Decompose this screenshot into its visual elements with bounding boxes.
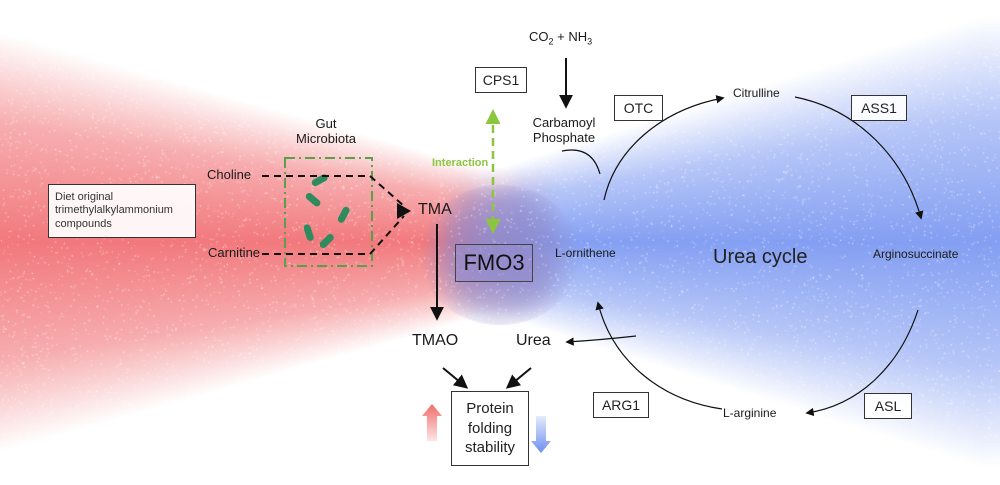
increase-arrow-icon <box>422 404 442 441</box>
interaction-label: Interaction <box>432 157 489 169</box>
carnitine-label: Carnitine <box>208 245 261 260</box>
urea-cycle-title: Urea cycle <box>713 246 808 268</box>
asl-box: ASL <box>864 393 912 419</box>
urea-to-protein-arrow <box>505 367 532 389</box>
diet-compounds-label: Diet original trimethylalkylammonium com… <box>55 191 173 230</box>
gut-microbiota-label: Gut Microbiota <box>296 116 356 146</box>
co2-nh3-label: CO2 + NH3 <box>529 29 593 47</box>
carbamoyl-curve <box>561 149 601 175</box>
ass1-box: ASS1 <box>851 95 907 121</box>
tma-arrowhead <box>397 203 411 219</box>
tma-label: TMA <box>418 201 452 218</box>
protein-folding-box: Protein folding stability <box>451 391 529 466</box>
urea-label: Urea <box>516 332 551 349</box>
argininosuccinate-label: Arginosuccinate <box>873 247 959 261</box>
choline-carnitine-to-tma <box>262 175 405 255</box>
tmao-to-protein-arrow <box>442 367 469 389</box>
otc-box: OTC <box>614 95 663 121</box>
diet-compounds-box: Diet original trimethylalkylammonium com… <box>48 184 196 238</box>
decrease-arrow-icon <box>531 416 551 453</box>
fmo3-box: FMO3 <box>455 244 533 282</box>
l-arginine-label: L-arginine <box>723 406 777 420</box>
cps1-box: CPS1 <box>475 67 527 93</box>
gut-microbiota-box <box>284 157 373 267</box>
choline-label: Choline <box>207 167 252 182</box>
carbamoyl-phosphate-label: Carbamoyl Phosphate <box>532 115 596 145</box>
l-ornithine-label: L-ornithene <box>555 246 616 260</box>
tmao-label: TMAO <box>412 332 459 349</box>
arg1-to-urea-arrow <box>565 335 637 346</box>
arg1-box: ARG1 <box>593 392 649 418</box>
bacteria-icons <box>303 174 350 249</box>
citrulline-label: Citrulline <box>733 86 780 100</box>
urea-cycle-arrows <box>595 95 924 417</box>
